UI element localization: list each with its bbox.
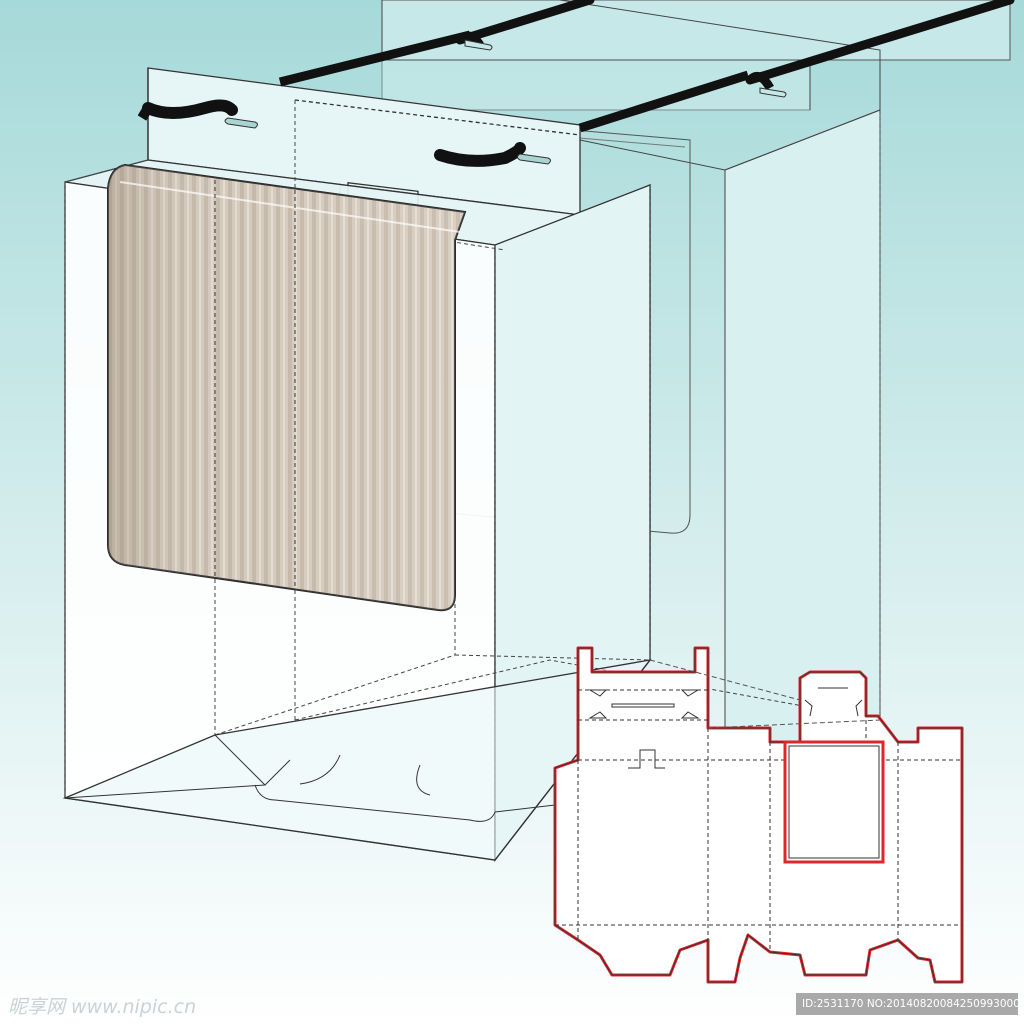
watermark-id: ID:2531170 NO:20140820084250993000 <box>796 993 1018 1015</box>
rope-front <box>137 30 750 167</box>
window-film <box>107 163 467 612</box>
watermark-site: 昵享网 www.nipic.cn <box>8 996 197 1018</box>
dieline <box>553 646 964 984</box>
eyelets <box>224 39 787 165</box>
guide-lines <box>649 659 881 729</box>
